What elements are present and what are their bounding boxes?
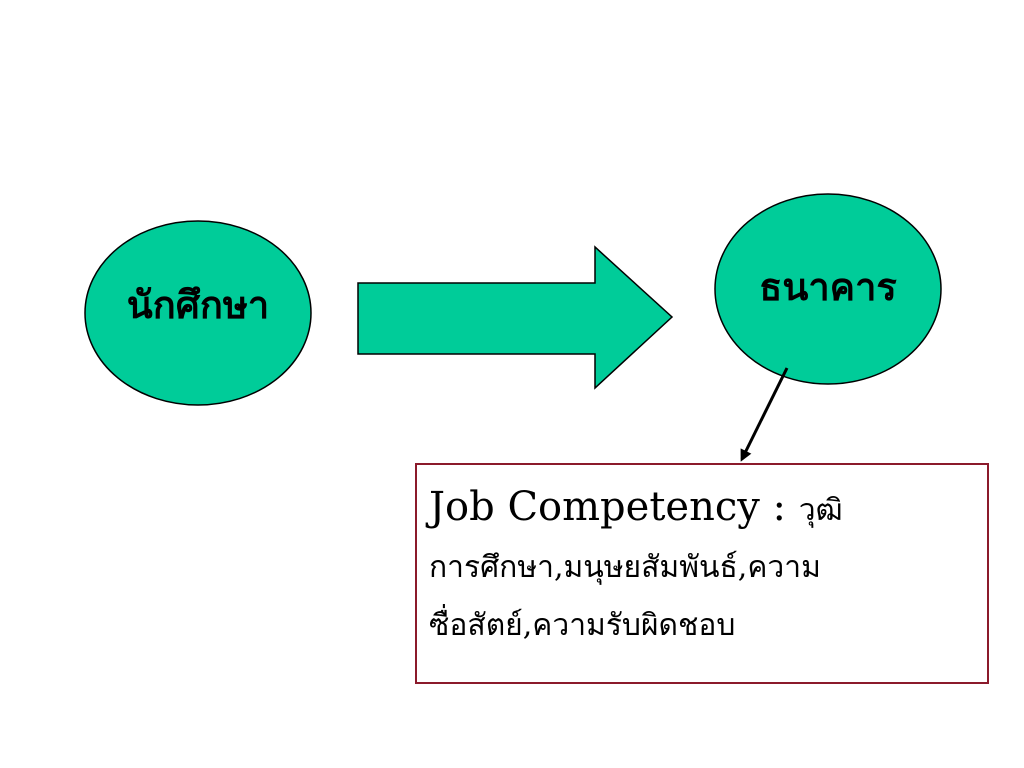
competency-line-2: การศึกษา,มนุษยสัมพันธ์,ความ: [429, 550, 821, 585]
bank-node-shape: [714, 193, 942, 385]
student-node-label: นักศึกษา: [126, 282, 270, 327]
student-node-shape: [84, 220, 312, 406]
flow-arrow: [357, 245, 674, 390]
connector-arrow: [740, 367, 789, 462]
bank-node-label: ธนาคาร: [759, 264, 897, 309]
competency-heading: Job Competency :: [429, 484, 787, 530]
competency-line-3: ซื่อสัตย์,ความรับผิดชอบ: [429, 608, 736, 643]
competency-heading-line: Job Competency : วุฒิ: [429, 479, 977, 539]
competency-heading-suffix: วุฒิ: [798, 493, 843, 528]
job-competency-box: Job Competency : วุฒิ การศึกษา,มนุษยสัมพ…: [415, 463, 989, 684]
